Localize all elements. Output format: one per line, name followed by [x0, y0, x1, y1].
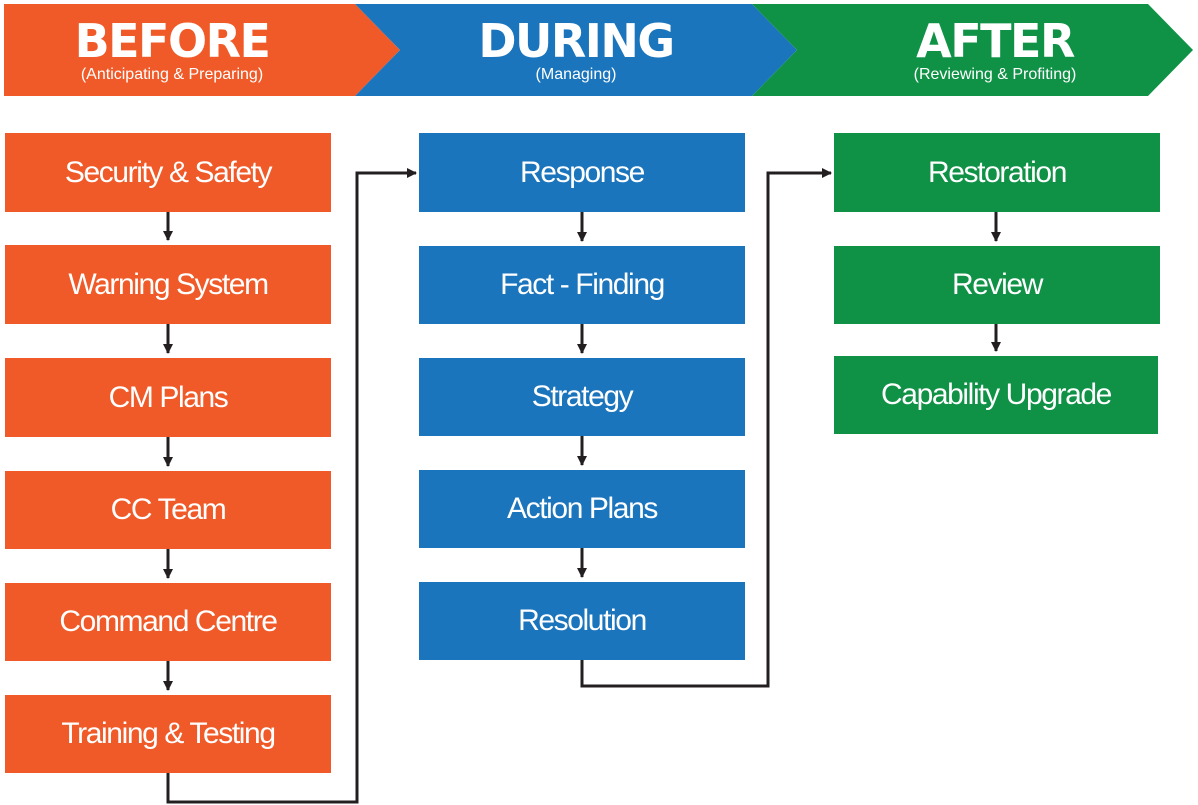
during-title: DURING [478, 14, 675, 68]
step-fact-finding: Fact - Finding [419, 246, 745, 324]
after-header: AFTER (Reviewing & Profiting) [797, 5, 1193, 97]
step-command-centre: Command Centre [5, 583, 331, 661]
connector-during-to-after [580, 168, 832, 688]
before-header-chevron [4, 4, 400, 96]
step-capability-upgrade: Capability Upgrade [834, 356, 1158, 434]
after-header-chevron [752, 4, 1193, 96]
during-header-chevron [355, 4, 797, 96]
step-security-safety: Security & Safety [5, 133, 331, 212]
step-action-plans: Action Plans [419, 470, 745, 548]
during-subtitle: (Managing) [535, 66, 617, 83]
step-resolution: Resolution [419, 582, 745, 660]
during-header: DURING (Managing) [400, 5, 752, 97]
step-cm-plans: CM Plans [5, 358, 331, 437]
step-cc-team: CC Team [5, 471, 331, 549]
after-subtitle: (Reviewing & Profiting) [913, 66, 1077, 83]
before-header: BEFORE (Anticipating & Preparing) [4, 5, 340, 97]
step-training-testing: Training & Testing [5, 695, 331, 773]
step-strategy: Strategy [419, 358, 745, 436]
step-warning-system: Warning System [5, 245, 331, 324]
before-subtitle: (Anticipating & Preparing) [80, 66, 264, 83]
connector-before-to-during [166, 168, 417, 804]
step-response: Response [419, 133, 745, 212]
step-restoration: Restoration [834, 133, 1160, 212]
after-title: AFTER [916, 14, 1075, 68]
step-review: Review [834, 246, 1160, 324]
before-title: BEFORE [74, 14, 271, 68]
